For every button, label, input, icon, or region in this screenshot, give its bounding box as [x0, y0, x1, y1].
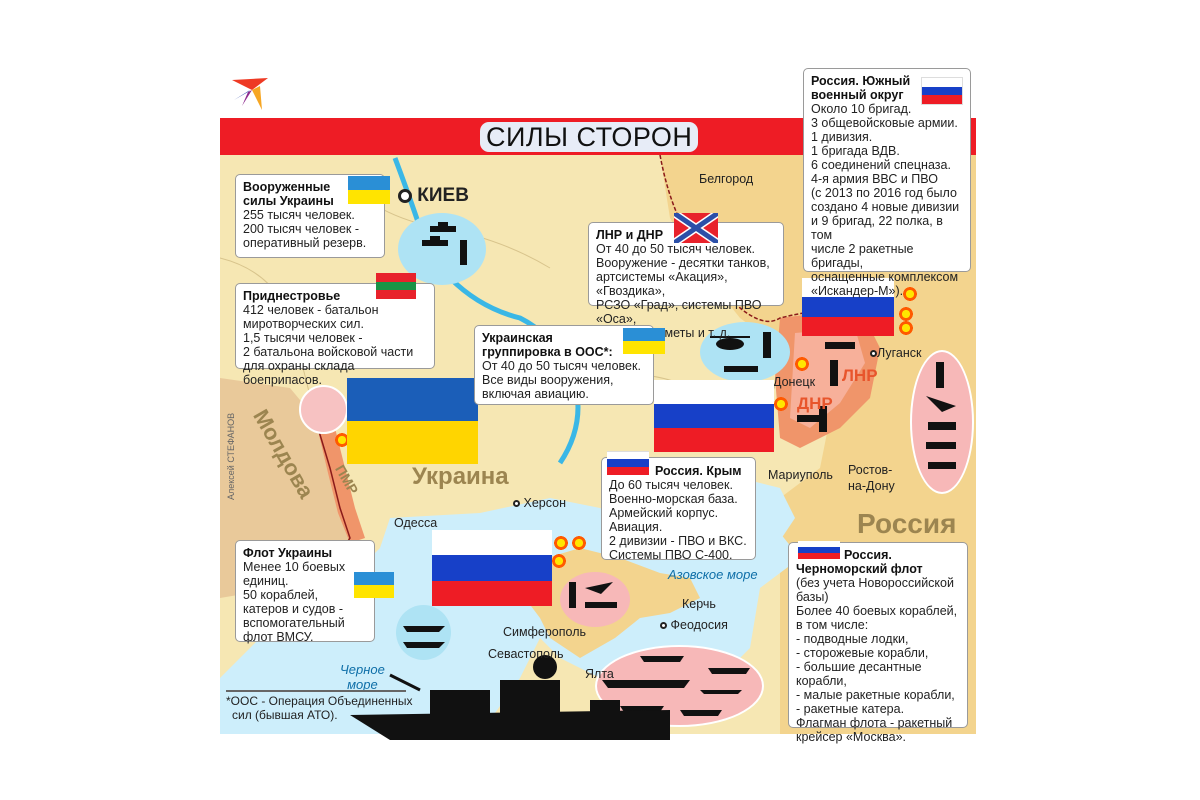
crimea-forces-icon	[569, 582, 617, 608]
russia-flag	[607, 451, 649, 475]
city-kiev: КИЕВ	[398, 185, 469, 207]
city-belgorod: Белгород	[699, 172, 754, 186]
ukraine-ships-icon	[403, 626, 445, 648]
lnr-dnr-forces-icon	[797, 342, 855, 432]
city-odessa: Одесса	[394, 516, 438, 530]
footnote-divider	[226, 690, 406, 692]
city-sevastopol: Севастополь	[488, 647, 564, 661]
russian-weapons-icon	[926, 362, 956, 469]
russia-flag	[921, 77, 963, 105]
russia-flag	[798, 541, 840, 559]
city-kherson: Херсон	[513, 496, 566, 510]
city-yalta: Ялта	[585, 667, 614, 681]
city-kerch: Керчь	[682, 597, 716, 611]
author-credit: Алексей СТЕФАНОВ	[226, 412, 236, 500]
conflict-burst-icon	[902, 286, 918, 302]
city-dot-icon	[513, 500, 520, 508]
warship-silhouette-icon	[350, 655, 670, 740]
city-lugansk: Луганск	[870, 346, 921, 360]
novorossiya-flag	[674, 213, 718, 243]
city-simferopol: Симферополь	[503, 625, 586, 639]
city-dot-icon	[660, 622, 667, 630]
russia-flag-large-crimea	[432, 530, 552, 606]
conflict-burst-icon	[553, 535, 569, 551]
transnistria-flag	[376, 273, 416, 299]
conflict-burst-icon	[794, 356, 810, 372]
conflict-burst-icon	[551, 553, 567, 569]
russia-flag-large-east	[802, 278, 894, 336]
page-title: СИЛЫ СТОРОН	[480, 122, 699, 152]
city-donetsk: Донецк	[773, 375, 816, 389]
label-dnr: ДНР	[797, 394, 833, 413]
footnote: *ООС - Операция Объединенных сил (бывшая…	[226, 694, 413, 722]
helicopter-tank-soldier-icon	[710, 332, 771, 372]
city-mariupol: Мариуполь	[768, 468, 833, 482]
ukraine-flag	[354, 572, 394, 598]
label-ukraine: Украина	[412, 463, 509, 490]
tank-soldier-icon	[422, 222, 467, 265]
ukraine-flag	[623, 328, 665, 354]
conflict-burst-icon	[773, 396, 789, 412]
russia-flag-large	[654, 380, 774, 452]
city-rostov: Ростов-на-Дону	[848, 463, 895, 493]
city-feodosia: Феодосия	[660, 618, 728, 632]
callout-ukraine-fleet: Флот Украины Менее 10 боевых единиц. 50 …	[235, 540, 375, 644]
label-azov-sea: Азовское море	[668, 567, 758, 582]
label-russia: Россия	[857, 508, 957, 539]
ukraine-flag-large	[347, 378, 478, 464]
conflict-burst-icon	[334, 432, 350, 448]
conflict-burst-icon	[571, 535, 587, 551]
ukraine-flag	[348, 176, 390, 204]
swallow-logo-icon	[230, 76, 270, 112]
city-dot-icon	[870, 350, 877, 358]
callout-russia-fleet: Россия. Черноморский флот (без учета Нов…	[788, 542, 968, 744]
ukraine-fleet-zone	[396, 605, 451, 660]
transnistria-zone	[299, 385, 348, 434]
conflict-burst-icon	[898, 306, 914, 322]
city-dot-icon	[398, 188, 412, 203]
conflict-burst-icon	[898, 320, 914, 336]
label-lnr: ЛНР	[842, 366, 878, 385]
callout-lnr-dnr: ЛНР и ДНР От 40 до 50 тысяч человек. Воо…	[588, 222, 784, 340]
